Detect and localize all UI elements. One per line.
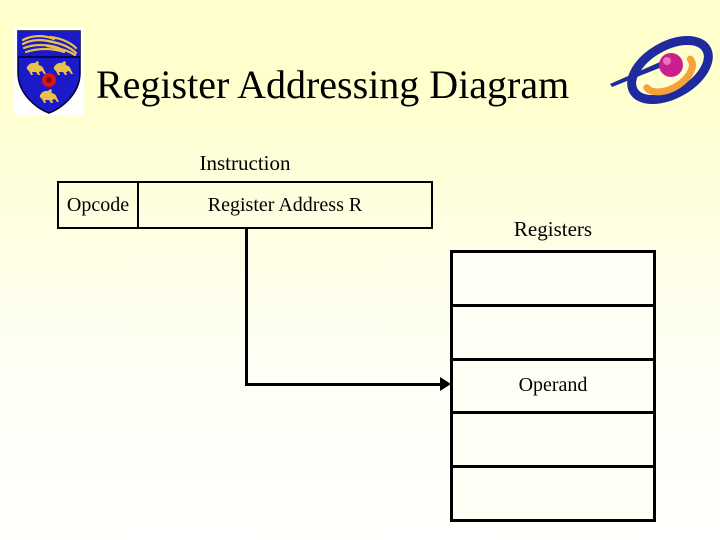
- register-cell: [453, 307, 653, 361]
- instruction-field-register-address: Register Address R: [207, 193, 363, 216]
- instruction-label: Instruction: [199, 151, 291, 175]
- connector-horizontal-segment: [245, 383, 444, 386]
- connector-vertical-segment: [245, 229, 248, 386]
- atom-orbit-icon: [608, 24, 720, 112]
- instruction-field-opcode: Opcode: [59, 183, 139, 227]
- register-cell-operand: Operand: [453, 361, 653, 415]
- register-cell: [453, 253, 653, 307]
- registers-label: Registers: [513, 217, 593, 241]
- register-cell: [453, 468, 653, 519]
- page-title: Register Addressing Diagram: [96, 62, 570, 107]
- register-cell: [453, 414, 653, 469]
- connector-arrowhead-icon: [440, 377, 451, 391]
- university-crest-icon: [14, 27, 84, 115]
- instruction-box: Opcode Register Address R: [57, 181, 433, 229]
- registers-box: Operand: [450, 250, 656, 522]
